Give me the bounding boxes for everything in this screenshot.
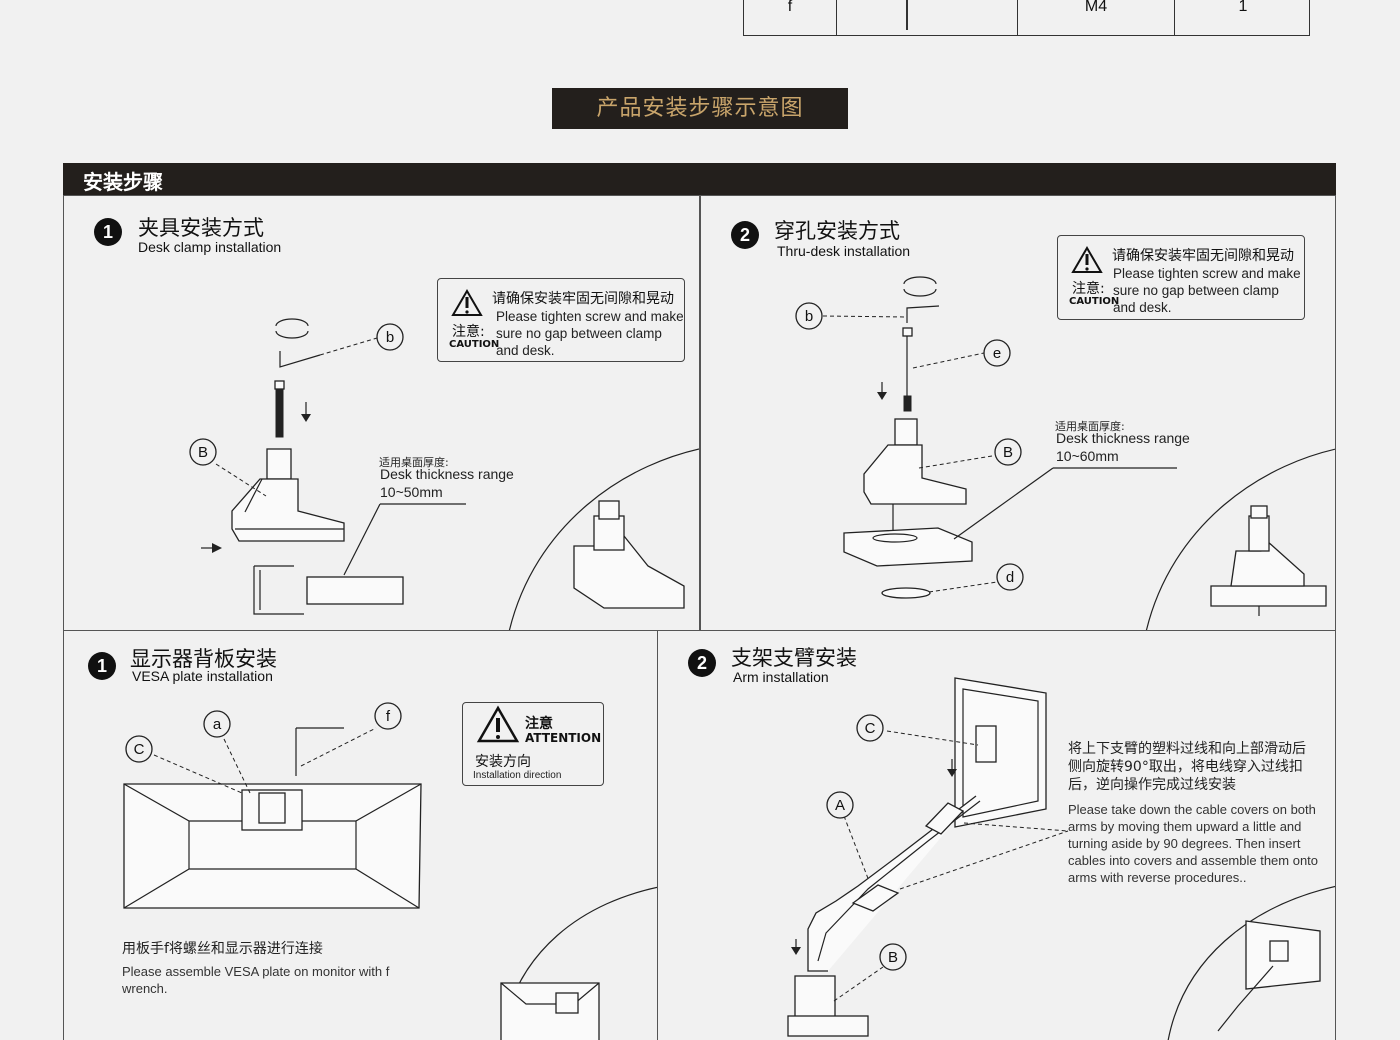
- caution-label-en: CAUTION: [1069, 296, 1120, 307]
- vesa-body-cn: 用板手f将螺丝和显示器进行连接: [122, 941, 323, 957]
- callout-b: b: [386, 329, 394, 346]
- callout-d: d: [1006, 569, 1014, 586]
- caution-box: 请确保安装牢固无间隙和晃动 注意: CAUTION Please tighten…: [1057, 235, 1305, 320]
- panel-desk-clamp: 1 夹具安装方式 Desk clamp installation 请确保安装牢固…: [63, 195, 700, 631]
- thickness-cn: 适用桌面厚度:: [379, 456, 449, 469]
- rotate-icon: [275, 318, 309, 339]
- warning-icon: [476, 705, 520, 743]
- arm-body-en: Please take down the cable covers on bot…: [1068, 802, 1319, 885]
- callout-e: e: [993, 345, 1001, 362]
- callout-B: B: [888, 949, 898, 966]
- caution-en: Please tighten screw and make sure no ga…: [1113, 266, 1301, 315]
- caution-cn: 请确保安装牢固无间隙和晃动: [1112, 248, 1294, 264]
- step-number: 2: [731, 221, 759, 249]
- step-title: 夹具安装方式: [138, 216, 264, 240]
- caution-en: Please tighten screw and make sure no ga…: [496, 309, 684, 358]
- screw-icon: [906, 0, 908, 30]
- thru-desk-diagram: b e B d: [795, 276, 1335, 630]
- attention-en: ATTENTION: [525, 731, 602, 745]
- step-subtitle: Thru-desk installation: [777, 243, 911, 259]
- thickness-range: 10~60mm: [1056, 448, 1119, 464]
- warning-icon: [1071, 246, 1103, 273]
- callout-b: b: [805, 308, 813, 325]
- callout-f: f: [386, 708, 391, 725]
- step-number: 1: [88, 652, 116, 680]
- thickness-en: Desk thickness range: [1056, 430, 1190, 446]
- callout-B: B: [198, 444, 208, 461]
- banner: 产品安装步骤示意图: [552, 88, 848, 129]
- desk-clamp-diagram: b B: [189, 318, 699, 630]
- rotate-icon: [903, 276, 937, 297]
- caution-box: 请确保安装牢固无间隙和晃动 注意: CAUTION Please tighten…: [437, 278, 685, 362]
- callout-a: a: [213, 716, 222, 733]
- callout-C: C: [134, 741, 145, 758]
- panel-vesa: 1 显示器背板安装 VESA plate installation 注意 ATT…: [63, 630, 658, 1040]
- warning-icon: [451, 289, 483, 316]
- parts-cell-image: [837, 0, 1018, 35]
- thickness-en: Desk thickness range: [380, 466, 514, 482]
- parts-cell-qty: 1: [1238, 0, 1248, 15]
- step-title: 穿孔安装方式: [774, 219, 900, 243]
- panel-thru-desk: 2 穿孔安装方式 Thru-desk installation 请确保安装牢固无…: [700, 195, 1336, 631]
- caution-label-cn: 注意:: [452, 324, 485, 340]
- arm-diagram: C A B: [787, 677, 1335, 1040]
- callout-B: B: [1003, 444, 1013, 461]
- step-number: 1: [94, 218, 122, 246]
- attention-cn: 注意: [525, 716, 553, 732]
- callout-C: C: [865, 720, 876, 737]
- step-subtitle: Desk clamp installation: [138, 239, 282, 255]
- caution-label-en: CAUTION: [449, 339, 500, 350]
- section-title: 安装步骤: [83, 170, 163, 194]
- thickness-range: 10~50mm: [380, 484, 443, 500]
- parts-table: f M4 1: [743, 0, 1310, 36]
- panel-arm: 2 支架支臂安装 Arm installation 将上下支臂的塑料过线和向上部…: [657, 630, 1336, 1040]
- step-number: 2: [688, 649, 716, 677]
- callout-A: A: [835, 797, 845, 814]
- step-title: 显示器背板安装: [130, 647, 277, 671]
- thickness-cn: 适用桌面厚度:: [1055, 420, 1125, 433]
- section-bar: 安装步骤: [63, 163, 1336, 195]
- direction-en: Installation direction: [473, 770, 562, 781]
- attention-box: 注意 ATTENTION 安装方向 Installation direction: [462, 702, 604, 786]
- arm-body-cn: 将上下支臂的塑料过线和向上部滑动后侧向旋转90°取出，将电线穿入过线扣后，逆向操…: [1068, 741, 1306, 793]
- vesa-diagram: a f C: [123, 702, 657, 1040]
- step-title: 支架支臂安装: [731, 646, 857, 670]
- vesa-body-en: Please assemble VESA plate on monitor wi…: [122, 964, 390, 996]
- caution-label-cn: 注意:: [1072, 281, 1105, 297]
- direction-cn: 安装方向: [475, 754, 531, 770]
- parts-cell-spec: M4: [1018, 0, 1175, 35]
- step-subtitle: VESA plate installation: [132, 668, 273, 684]
- parts-cell-id: f: [744, 0, 837, 35]
- caution-cn: 请确保安装牢固无间隙和晃动: [492, 291, 674, 307]
- step-subtitle: Arm installation: [733, 669, 829, 685]
